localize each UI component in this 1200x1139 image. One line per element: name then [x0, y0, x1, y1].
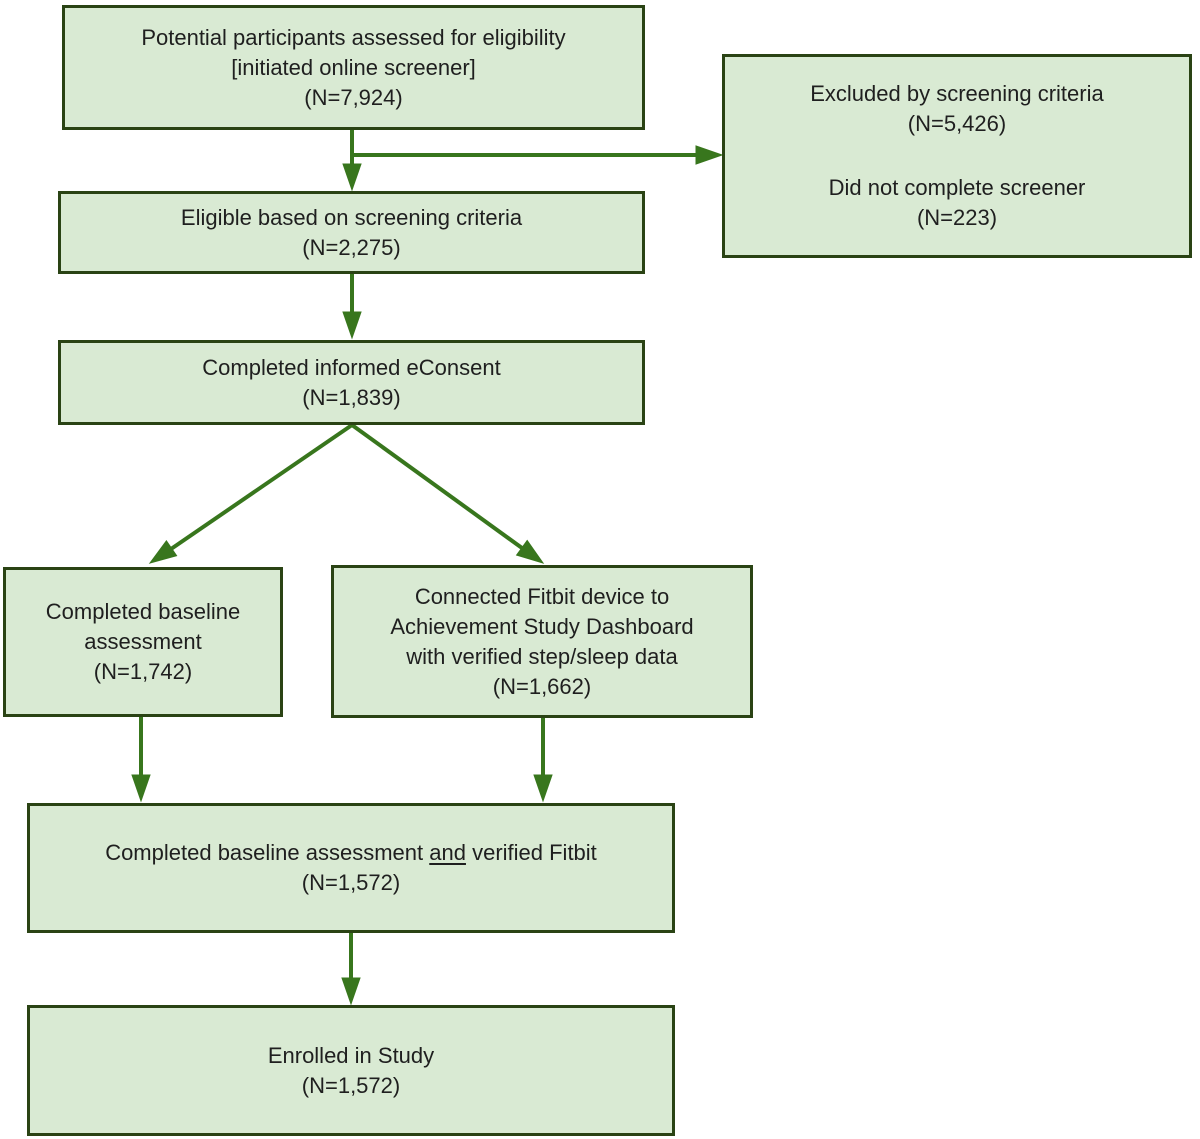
- box-text-line: Completed baseline assessment and verifi…: [40, 838, 662, 868]
- arrow-merged-to-enrolled: [341, 932, 361, 1006]
- box-count: (N=1,742): [93, 659, 193, 684]
- box-text-line: Enrolled in Study: [267, 1042, 435, 1068]
- arrow-fitbit-to-merged: [533, 717, 553, 803]
- arrow-baseline-to-merged: [131, 716, 151, 803]
- box-text-line: Connected Fitbit device to: [414, 583, 670, 609]
- arrow-assessed-to-eligible: [342, 128, 362, 192]
- arrow-branch-to-excluded: [352, 145, 724, 165]
- box-count: (N=7,924): [304, 84, 403, 110]
- merged-text-post: verified Fitbit: [465, 840, 597, 865]
- box-count: (N=5,426): [907, 111, 1007, 136]
- arrow-eligible-to-consent: [342, 273, 362, 340]
- box-text-line: Potential participants assessed for elig…: [141, 24, 566, 50]
- flow-box-excluded: Excluded by screening criteria (N=5,426)…: [722, 54, 1192, 258]
- arrow-consent-to-fitbit: [350, 423, 545, 564]
- box-count: (N=223): [916, 205, 998, 230]
- flow-box-baseline-and-fitbit: Completed baseline assessment and verifi…: [27, 803, 675, 933]
- flow-box-eligible: Eligible based on screening criteria (N=…: [58, 191, 645, 274]
- box-text-line: Did not complete screener: [828, 175, 1086, 200]
- box-text-line: Completed informed eConsent: [202, 354, 501, 380]
- excluded-by-criteria-text: Excluded by screening criteria (N=5,426): [810, 79, 1103, 139]
- flow-box-assessed-for-eligibility: Potential participants assessed for elig…: [62, 5, 645, 130]
- flow-box-baseline-assessment: Completed baseline assessment (N=1,742): [3, 567, 283, 717]
- box-count: (N=1,572): [301, 870, 401, 895]
- box-text-line: Excluded by screening criteria: [810, 81, 1104, 106]
- box-text-line: [initiated online screener]: [231, 54, 476, 80]
- box-text-line: with verified step/sleep data: [406, 643, 678, 669]
- box-text-line: Completed baseline: [45, 599, 241, 624]
- box-count: (N=2,275): [302, 234, 401, 260]
- flow-box-enrolled: Enrolled in Study (N=1,572): [27, 1005, 675, 1136]
- box-count: (N=1,572): [301, 1072, 401, 1098]
- flow-box-fitbit-connected: Connected Fitbit device to Achievement S…: [331, 565, 753, 718]
- box-text-line: Eligible based on screening criteria: [180, 204, 523, 230]
- box-text-line: assessment: [84, 629, 202, 654]
- did-not-complete-text: Did not complete screener (N=223): [829, 173, 1086, 233]
- merged-text-pre: Completed baseline assessment: [105, 840, 430, 865]
- box-text-line: Achievement Study Dashboard: [390, 613, 694, 639]
- flow-box-econsent: Completed informed eConsent (N=1,839): [58, 340, 645, 425]
- box-count: (N=1,662): [492, 673, 592, 699]
- box-count: (N=1,839): [302, 384, 401, 410]
- arrow-consent-to-baseline: [148, 423, 354, 564]
- merged-text-and-underlined: and: [429, 840, 466, 865]
